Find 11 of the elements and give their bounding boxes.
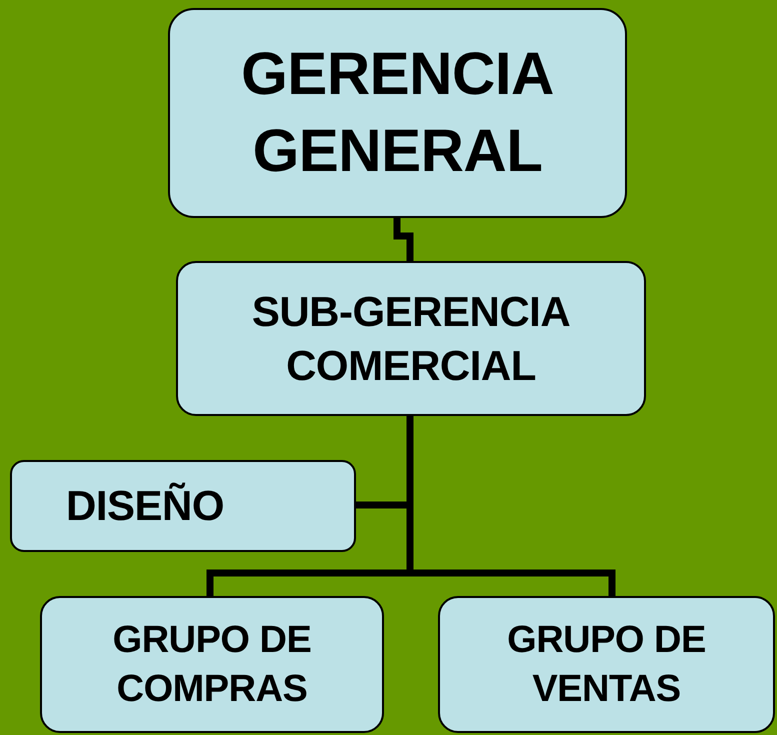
org-box [176, 261, 646, 416]
box-title: GERENCIA GENERAL [240, 39, 555, 186]
connector-line [394, 218, 414, 261]
org-box [438, 596, 775, 733]
box-title: DISEÑO [66, 481, 224, 532]
box-title: SUB-GERENCIA COMERCIAL [250, 286, 572, 390]
org-box [40, 596, 384, 733]
box-title: GRUPO DE VENTAS [506, 618, 707, 712]
org-box [168, 8, 627, 218]
org-box [10, 460, 356, 552]
box-title: GRUPO DE COMPRAS [112, 618, 312, 712]
